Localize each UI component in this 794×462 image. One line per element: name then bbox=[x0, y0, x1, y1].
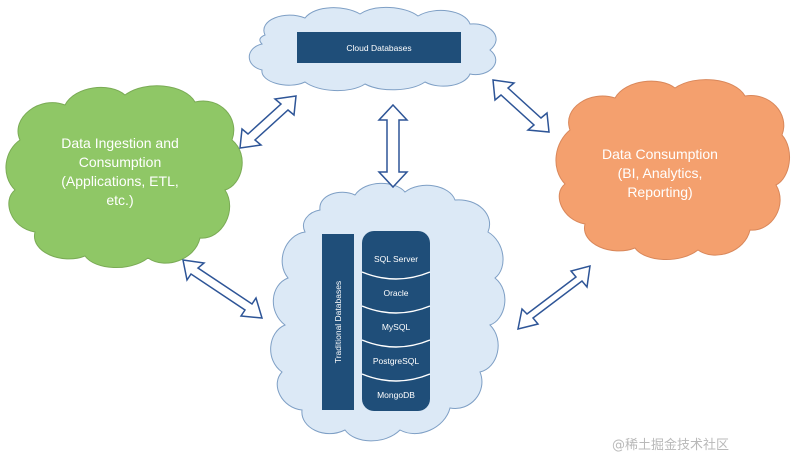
arrow-cloud-to-consumption bbox=[492, 79, 550, 133]
database-divider-2 bbox=[361, 305, 431, 314]
data-ingestion-line-3: (Applications, ETL, bbox=[61, 173, 179, 189]
database-divider-1 bbox=[361, 271, 431, 280]
cloud-databases-cloud: Cloud Databases bbox=[248, 6, 497, 92]
database-oracle: Oracle bbox=[383, 288, 408, 298]
data-ingestion-cloud: Data Ingestion and Consumption (Applicat… bbox=[5, 85, 243, 269]
arrow-ingestion-to-cloud bbox=[239, 95, 297, 149]
watermark-text: @稀土掘金技术社区 bbox=[612, 438, 730, 453]
database-postgresql: PostgreSQL bbox=[373, 356, 420, 366]
database-mysql: MySQL bbox=[382, 322, 411, 332]
cloud-databases-label: Cloud Databases bbox=[346, 43, 411, 53]
database-divider-4 bbox=[361, 373, 431, 382]
database-stack bbox=[362, 231, 430, 411]
data-consumption-line-2: (BI, Analytics, bbox=[618, 165, 703, 181]
traditional-databases-cloud: Traditional Databases SQL Server Oracle … bbox=[270, 182, 506, 442]
data-ingestion-line-2: Consumption bbox=[79, 154, 162, 170]
database-divider-3 bbox=[361, 339, 431, 348]
database-dividers bbox=[361, 271, 431, 382]
traditional-databases-label: Traditional Databases bbox=[333, 281, 343, 363]
arrow-traditional-to-consumption bbox=[517, 264, 591, 331]
data-consumption-cloud-shape bbox=[555, 79, 791, 261]
database-sql-server: SQL Server bbox=[374, 254, 418, 264]
data-ingestion-line-1: Data Ingestion and bbox=[61, 135, 179, 151]
database-mongodb: MongoDB bbox=[377, 390, 415, 400]
traditional-databases-bar bbox=[322, 234, 354, 410]
data-ingestion-line-4: etc.) bbox=[106, 192, 133, 208]
data-consumption-cloud: Data Consumption (BI, Analytics, Reporti… bbox=[555, 79, 791, 261]
data-consumption-line-3: Reporting) bbox=[627, 184, 692, 200]
arrow-cloud-to-traditional bbox=[377, 103, 409, 189]
data-consumption-line-1: Data Consumption bbox=[602, 146, 718, 162]
cloud-databases-box bbox=[297, 32, 461, 63]
data-ingestion-cloud-shape bbox=[5, 85, 243, 269]
arrow-ingestion-to-traditional bbox=[182, 259, 264, 319]
